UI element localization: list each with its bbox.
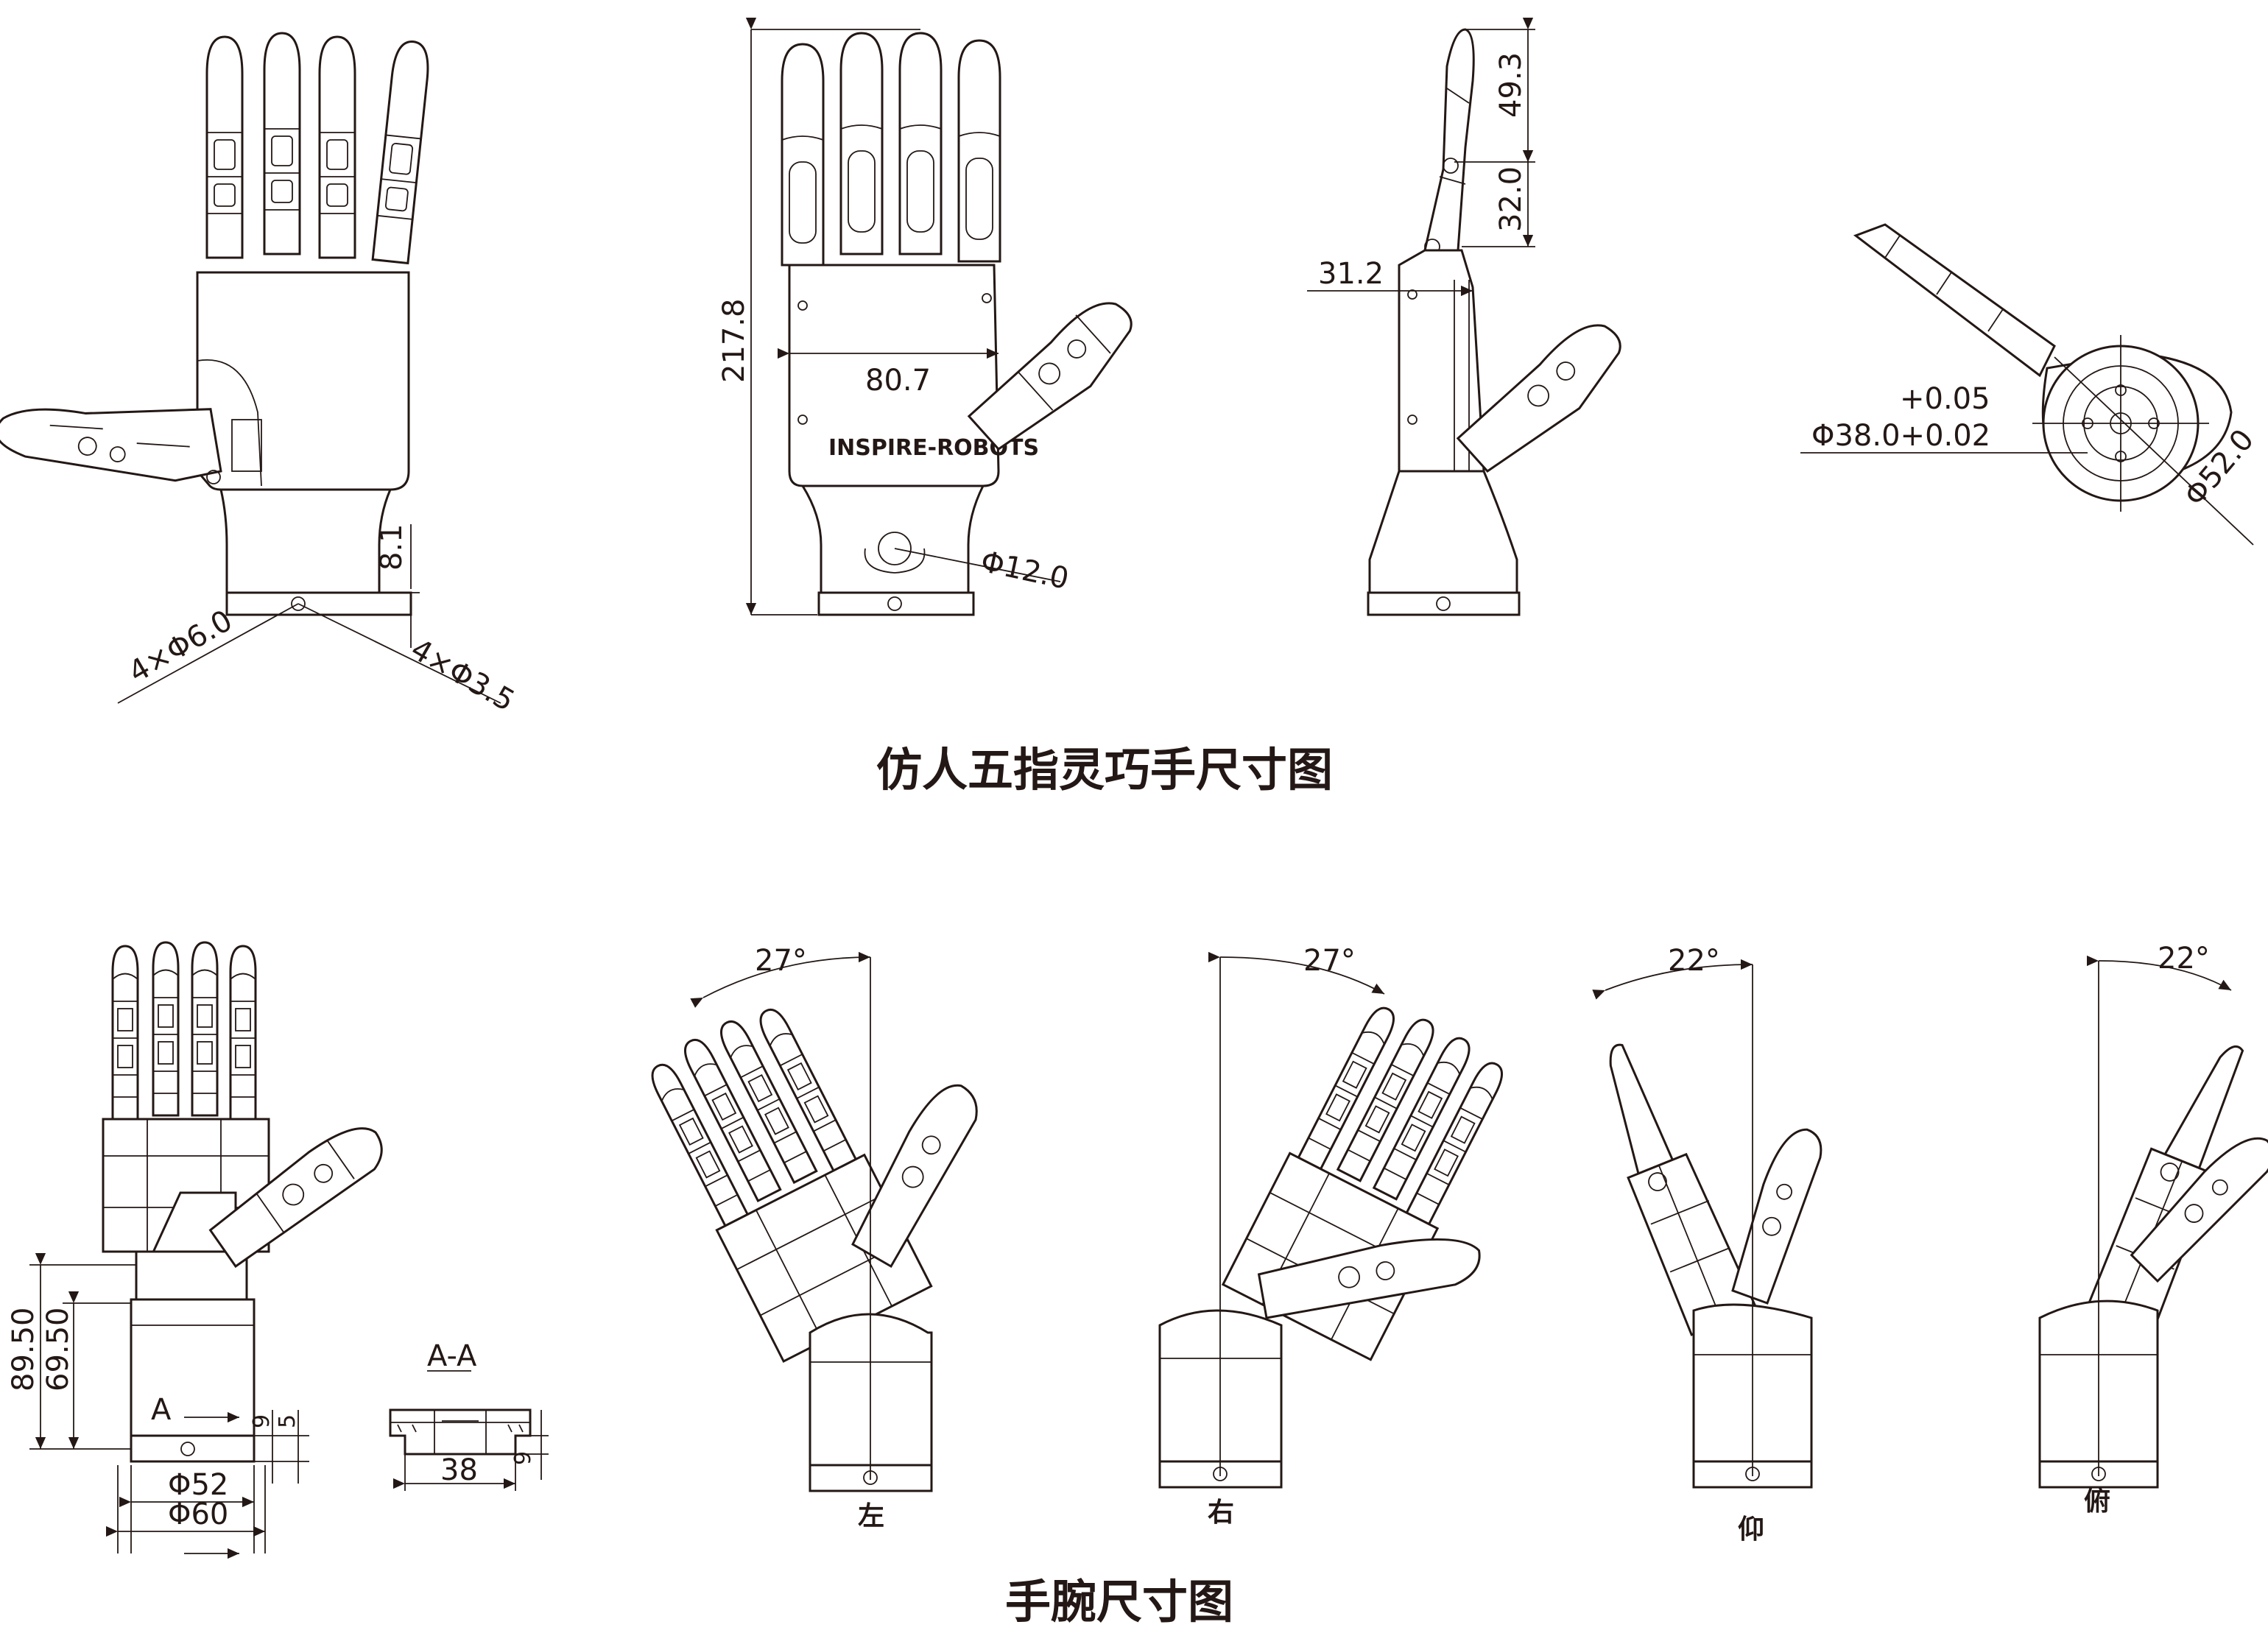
dim-5: 5: [275, 1414, 300, 1428]
caption-up-label: 仰: [1738, 1514, 1765, 1545]
dim-dia52: Φ52: [168, 1468, 228, 1502]
angle-left: 27°: [755, 944, 807, 978]
dim-wrist-total: 89.50: [7, 1307, 40, 1392]
angle-down: 22°: [2158, 942, 2210, 976]
dim-sec9: 9: [510, 1451, 536, 1465]
angle-right: 27°: [1303, 944, 1356, 978]
caption-down-label: 俯: [2084, 1486, 2111, 1517]
section-title: A-A: [427, 1339, 477, 1373]
hand-side-view: [1367, 28, 1621, 616]
wrist-front-view: [102, 941, 383, 1463]
wrist-left-view: [645, 1004, 978, 1492]
dim-palm-width: 80.7: [865, 364, 931, 398]
caption-left-label: 左: [858, 1501, 885, 1531]
caption-right-label: 右: [1208, 1498, 1235, 1528]
dim-tol-upper: +0.05: [1900, 382, 1990, 416]
dim-overall-height: 217.8: [717, 298, 751, 383]
dim-width38: 38: [440, 1453, 478, 1487]
dim-flange: Φ38.0+0.02: [1811, 419, 1990, 453]
dim-9: 9: [249, 1414, 275, 1428]
dim-thickness: 31.2: [1318, 257, 1384, 291]
hand-front-view: [0, 32, 432, 616]
wrist-down-view: [2038, 1045, 2268, 1489]
wrist-up-view: [1609, 1043, 1822, 1489]
dim-wrist-lower: 69.50: [41, 1307, 75, 1392]
dim-finger-mid: 32.0: [1494, 166, 1528, 232]
dim-hole-b: 4×Φ3.5: [405, 632, 520, 719]
hand-palm-view: INSPIRE-ROBOTS: [781, 32, 1133, 616]
hand-title: 仿人五指灵巧手尺寸图: [876, 743, 1334, 797]
dim-wrist-hole: Φ12.0: [978, 545, 1071, 596]
angle-up: 22°: [1668, 944, 1720, 978]
wrist-title: 手腕尺寸图: [1005, 1575, 1234, 1629]
wrist-right-view: [1158, 1002, 1509, 1489]
hand-bottom-view: [1853, 223, 2233, 512]
dim-finger-top: 49.3: [1494, 52, 1528, 118]
dim-base-height: 8.1: [375, 523, 409, 571]
section-mark-a: A: [151, 1393, 172, 1427]
dim-dia60: Φ60: [168, 1498, 228, 1531]
section-a-a: [389, 1408, 532, 1456]
